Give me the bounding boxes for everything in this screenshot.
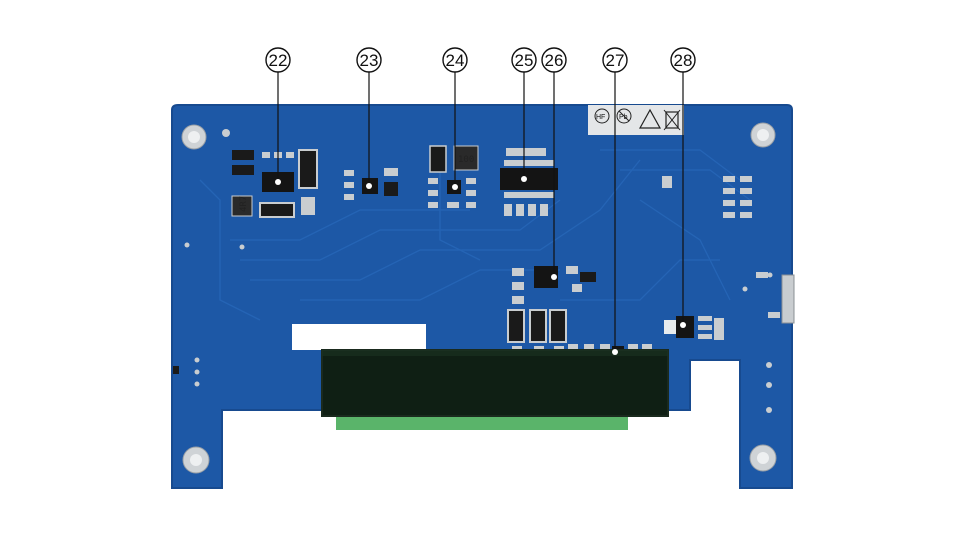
mounting-hole-top-left	[181, 124, 207, 150]
callout-24-label: 24	[446, 51, 465, 70]
callout-27: 27	[602, 47, 628, 73]
esd-warning-icon	[638, 108, 662, 129]
ic-26	[512, 266, 596, 304]
callout-25: 25	[511, 47, 537, 73]
usb-connector	[781, 274, 795, 324]
display-flex-ribbon	[321, 349, 669, 417]
mounting-hole-bottom-right	[749, 444, 777, 472]
left-edge-parts	[173, 366, 179, 374]
inductor-left-label: 4R7	[239, 196, 249, 212]
mounting-hole-bottom-left	[182, 446, 210, 474]
callout-26: 26	[541, 47, 567, 73]
inductor-mid-label: 100	[458, 155, 474, 165]
resistor-array-right	[662, 176, 752, 218]
mounting-hole-top-right	[750, 122, 776, 148]
callout-23: 23	[356, 47, 382, 73]
callout-23-label: 23	[360, 51, 379, 70]
hf-mark: HF	[596, 114, 605, 121]
callout-22: 22	[265, 47, 291, 73]
vias	[184, 129, 773, 413]
callout-26-label: 26	[545, 51, 564, 70]
callout-27-label: 27	[606, 51, 625, 70]
callout-24: 24	[442, 47, 468, 73]
pcb-board	[171, 104, 793, 489]
leader-lines	[277, 72, 684, 352]
ic-25	[500, 148, 558, 216]
weee-bin-icon	[665, 111, 679, 129]
blank-label-sticker	[292, 324, 426, 350]
circuit-23	[344, 168, 398, 200]
leader-dots	[275, 176, 686, 355]
callout-22-label: 22	[269, 51, 288, 70]
callout-28-label: 28	[674, 51, 693, 70]
callout-28: 28	[670, 47, 696, 73]
regulator-28	[664, 316, 724, 340]
board-traces	[199, 149, 751, 321]
callout-25-label: 25	[515, 51, 534, 70]
certification-marks: HF Pb	[588, 105, 684, 135]
pb-mark: Pb	[619, 114, 628, 121]
